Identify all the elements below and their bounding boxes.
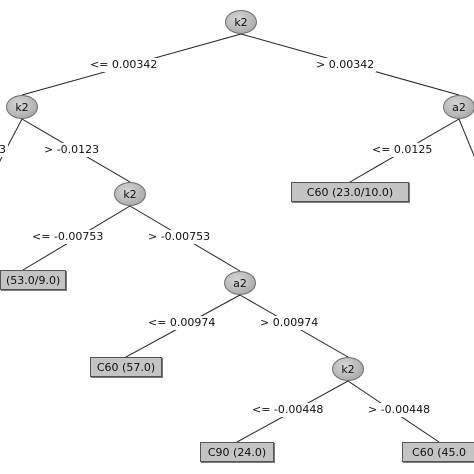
- leaf-l_c60_45: C60 (45.0: [402, 442, 474, 462]
- edge-label-e10: <= -0.00448: [250, 403, 326, 417]
- tree-node-n_root: k2: [225, 10, 257, 34]
- edge-label-e11: > -0.00448: [366, 403, 433, 417]
- edge-label-e7: > -0.00753: [146, 230, 213, 244]
- edge-label-e8: <= 0.00974: [146, 316, 218, 330]
- tree-node-n_left: k2: [6, 95, 38, 119]
- edge-label-e1: <= 0.00342: [88, 58, 160, 72]
- leaf-l_53: (53.0/9.0): [0, 270, 67, 290]
- edge-label-e3: 3: [0, 143, 8, 157]
- tree-node-n_a2: a2: [224, 271, 256, 295]
- edge-label-e2: > 0.00342: [314, 58, 377, 72]
- edge-label-e4: > -0.0123: [42, 143, 102, 157]
- edge-e5b: [458, 118, 474, 157]
- leaf-l_c60_57: C60 (57.0): [90, 357, 162, 377]
- tree-node-n_k2b: k2: [114, 182, 146, 206]
- leaf-l_c60_23: C60 (23.0/10.0): [291, 182, 409, 202]
- tree-node-n_right: a2: [443, 95, 474, 119]
- leaf-l_c90_24: C90 (24.0): [200, 442, 274, 462]
- edge-label-e9: > 0.00974: [258, 316, 321, 330]
- edge-label-e5: <= 0.0125: [370, 143, 435, 157]
- edge-label-e6: <= -0.00753: [30, 230, 106, 244]
- tree-node-n_k2c: k2: [332, 357, 364, 381]
